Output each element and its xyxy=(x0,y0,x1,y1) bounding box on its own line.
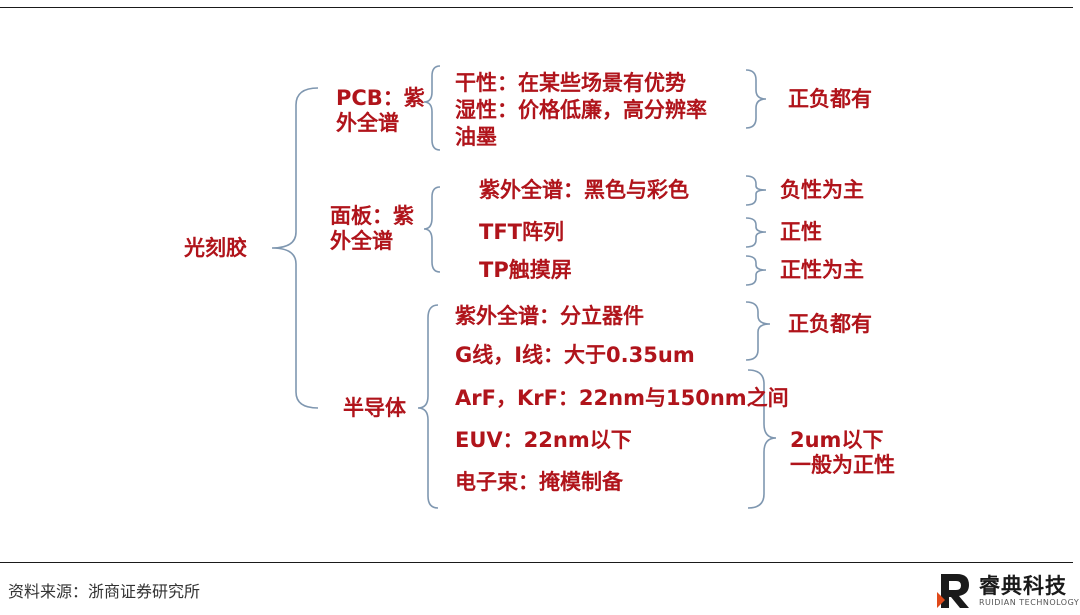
panel-outcome-2: 正性 xyxy=(780,220,822,244)
panel-item-uv: 紫外全谱：黑色与彩色 xyxy=(479,178,689,202)
pcb-item-wet: 湿性：价格低廉，高分辨率 xyxy=(455,98,707,122)
branch-label-semiconductor: 半导体 xyxy=(343,396,406,420)
panel-item-tft: TFT阵列 xyxy=(479,220,564,244)
top-rule xyxy=(0,7,1073,8)
semi-outcome-bracket-1 xyxy=(745,301,771,361)
semi-item-gi-line: G线，I线：大于0.35um xyxy=(455,343,695,367)
semi-item-euv: EUV：22nm以下 xyxy=(455,428,632,452)
panel-outcome-bracket-3 xyxy=(745,255,767,286)
semiconductor-bracket xyxy=(417,304,439,509)
pcb-outcome-bracket xyxy=(745,69,767,129)
panel-item-tp: TP触摸屏 xyxy=(479,258,572,282)
branch-label-panel: 面板：紫外全谱 xyxy=(330,204,414,253)
panel-outcome-1: 负性为主 xyxy=(780,178,864,202)
bottom-rule xyxy=(0,562,1073,563)
panel-outcome-bracket-1 xyxy=(745,175,767,206)
semi-item-arf-krf: ArF，KrF：22nm与150nm之间 xyxy=(455,386,789,410)
root-node: 光刻胶 xyxy=(184,236,247,260)
panel-bracket xyxy=(423,186,441,273)
pcb-item-dry: 干性：在某些场景有优势 xyxy=(455,71,686,95)
root-bracket xyxy=(271,87,319,409)
branch-label-pcb: PCB：紫外全谱 xyxy=(336,86,425,135)
semi-item-uv: 紫外全谱：分立器件 xyxy=(455,304,644,328)
brand-name: 睿典科技 xyxy=(979,574,1067,598)
pcb-item-ink: 油墨 xyxy=(455,125,497,149)
brand-logo: 睿典科技 RUIDIAN TECHNOLOGY xyxy=(935,568,1079,612)
panel-outcome-3: 正性为主 xyxy=(780,258,864,282)
panel-outcome-bracket-2 xyxy=(745,217,767,248)
semi-outcome-bracket-2 xyxy=(747,369,777,509)
semi-outcome-2: 2um以下一般为正性 xyxy=(790,428,895,477)
semi-outcome-1: 正负都有 xyxy=(788,312,872,336)
brand-subtitle: RUIDIAN TECHNOLOGY xyxy=(979,598,1080,607)
pcb-bracket xyxy=(423,65,441,151)
pcb-outcome: 正负都有 xyxy=(788,87,872,111)
source-note: 资料来源：浙商证券研究所 xyxy=(8,582,201,601)
semi-item-ebeam: 电子束：掩模制备 xyxy=(455,470,623,494)
ruidian-logo-icon xyxy=(937,574,969,608)
